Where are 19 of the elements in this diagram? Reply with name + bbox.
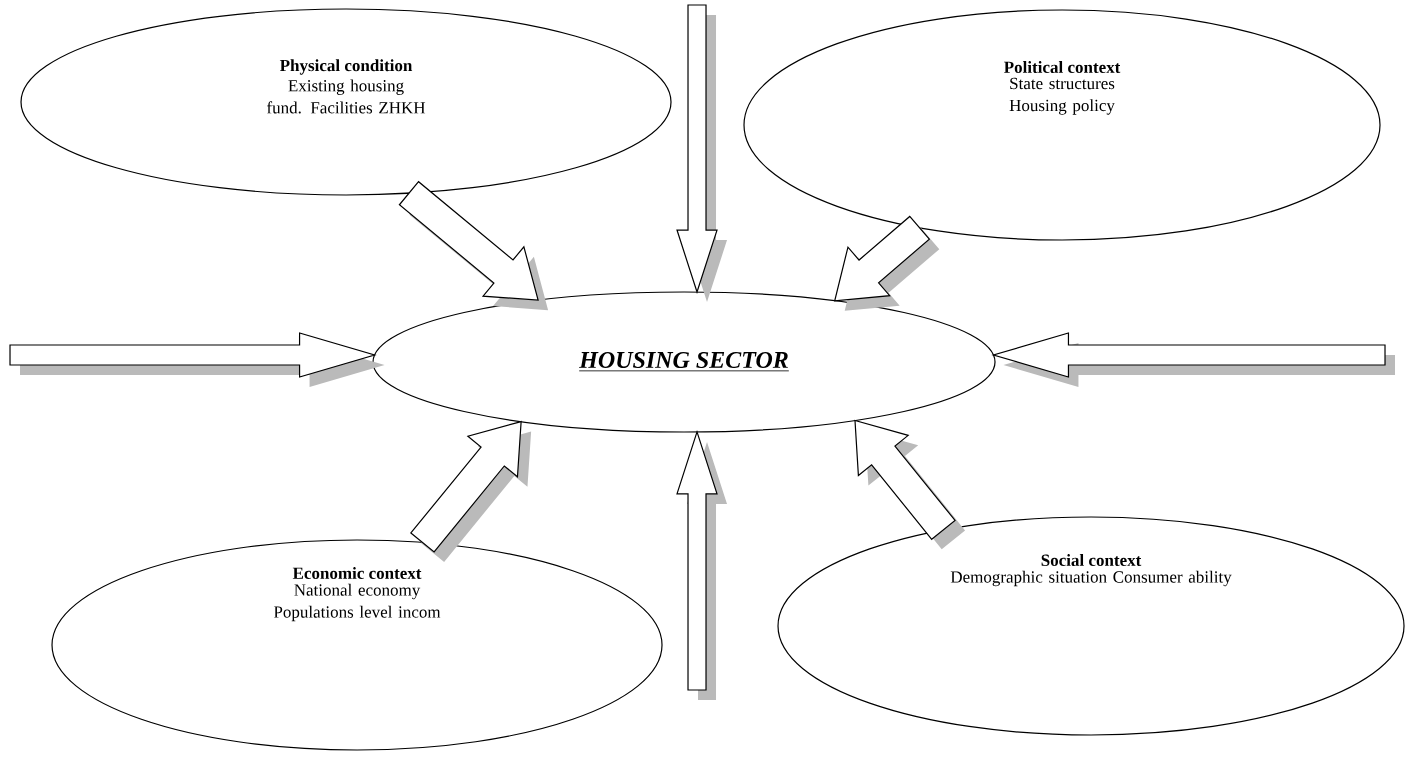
block-arrow	[991, 332, 1395, 387]
description: National economy Populations level incom	[273, 583, 441, 622]
description: Existing housing fund. Facilities ZHKH	[267, 79, 426, 114]
block-arrow	[854, 419, 966, 550]
description: Demographic situation Consumer ability	[950, 570, 1232, 587]
heading: Physical condition	[279, 59, 413, 75]
heading: Social context	[1041, 554, 1142, 566]
ellipse	[743, 9, 1381, 241]
ellipse	[20, 8, 672, 196]
block-arrow	[676, 430, 727, 700]
block-arrow	[410, 420, 532, 562]
description: State structures Housing policy	[1009, 77, 1115, 115]
ellipse	[51, 539, 663, 751]
block-arrow	[676, 4, 727, 303]
heading: Political context	[1004, 61, 1121, 73]
block-arrow	[9, 332, 385, 387]
heading: Economic context	[292, 567, 422, 579]
ellipse	[777, 516, 1405, 736]
block-arrow	[833, 215, 940, 311]
